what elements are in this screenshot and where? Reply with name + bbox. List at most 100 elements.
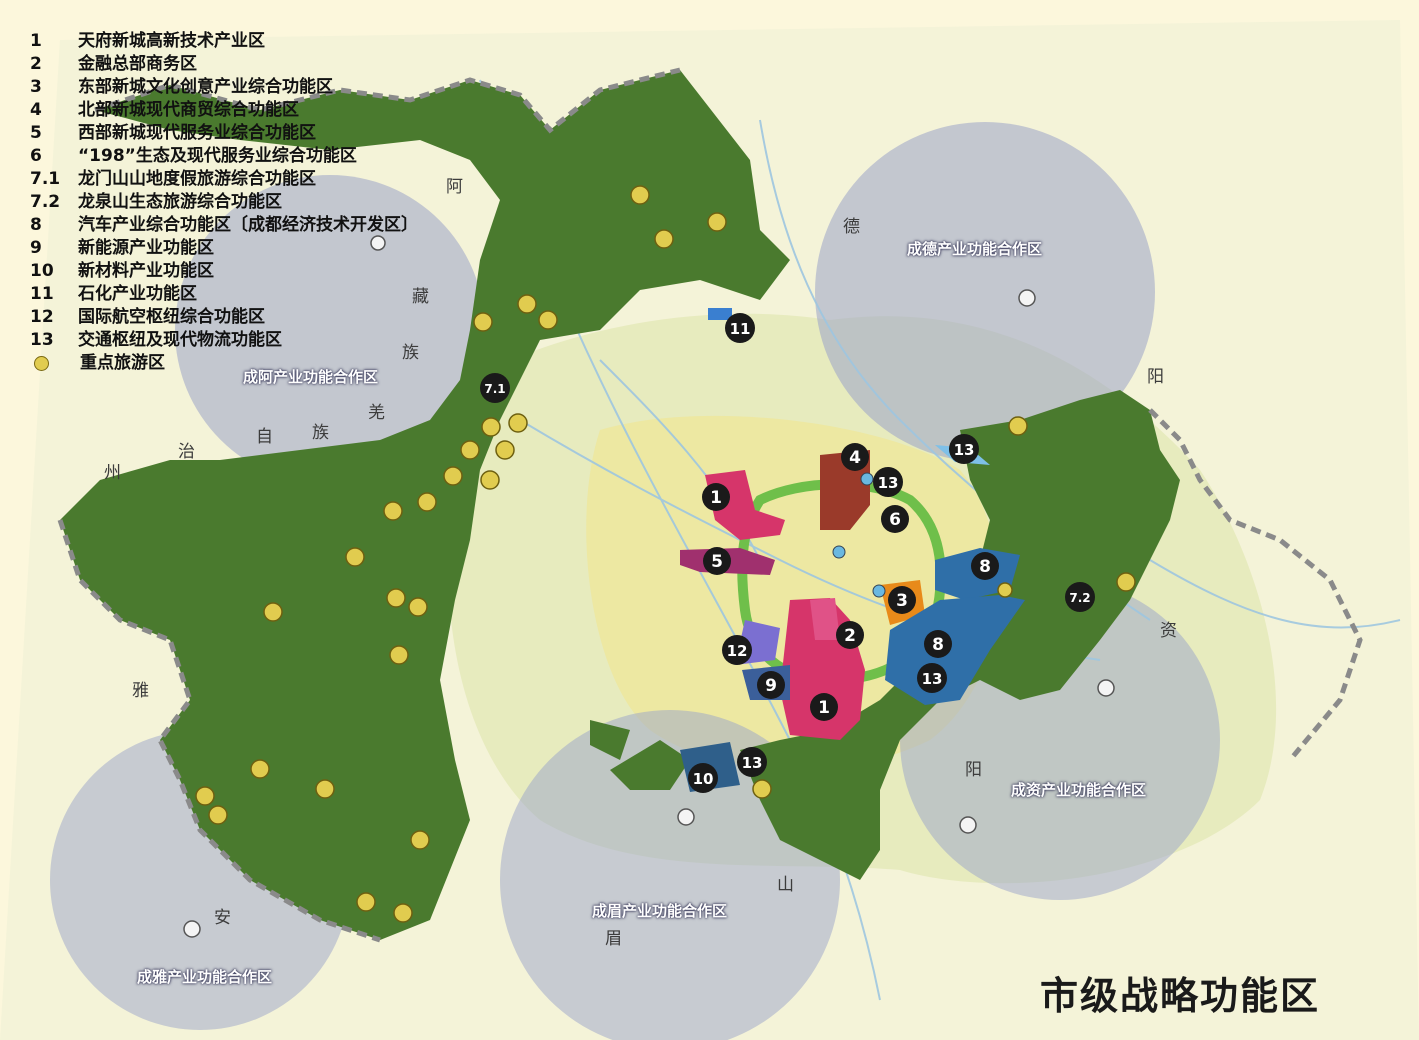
tourism-dot [517,294,537,314]
marker-4: 4 [849,448,861,468]
place-char: 州 [104,463,121,483]
marker-circle [836,621,864,649]
marker-12: 12 [727,642,748,660]
tourism-dot [473,312,493,332]
place-char: 阿 [446,177,463,197]
tourism-dot [997,582,1013,598]
chengzi-coop-label: 成资产业功能合作区 [1011,781,1147,799]
legend-row: 2 金融总部商务区 [30,53,418,76]
marker-10: 10 [693,770,714,788]
legend-label: 汽车产业综合功能区〔成都经济技术开发区〕 [78,215,418,235]
marker-7-1: 7.1 [484,382,505,396]
marker-7-2: 7.2 [1069,591,1090,605]
tourism-dot [443,466,463,486]
legend-label: 龙门山山地度假旅游综合功能区 [78,169,316,189]
marker-circle [917,663,947,693]
marker-5: 5 [711,552,723,572]
city-boundary-southwest [57,519,381,943]
marker-circle [873,467,903,497]
tourism-dot [386,588,406,608]
marker-circle [722,635,752,665]
place-char: 山 [777,875,794,895]
map-title: 市级战略功能区 [1040,974,1321,1018]
legend-label: 新能源产业功能区 [78,238,214,258]
marker-circle [703,547,731,575]
tourism-dot [315,779,335,799]
legend-label: 西部新城现代服务业综合功能区 [78,123,316,143]
legend-number: 11 [30,284,54,304]
legend-label: 石化产业功能区 [78,284,197,304]
marker-9: 9 [765,676,777,696]
legend-row: 11 石化产业功能区 [30,283,418,306]
place-char: 资 [1160,621,1177,641]
tourism-dot [195,786,215,806]
place-char: 藏 [412,287,429,307]
tourism-dot [408,597,428,617]
marker-circle [480,373,510,403]
tourism-dot [630,185,650,205]
tourism-dot [1008,416,1028,436]
city-marker-wenchuan [370,235,386,251]
legend-number: 8 [30,215,42,235]
tourism-dot [481,417,501,437]
marker-13b: 13 [878,474,899,492]
legend-number: 2 [30,54,42,74]
legend-label: 东部新城文化创意产业综合功能区 [78,77,333,97]
city-boundary-north [94,67,681,134]
city-marker-meishan [677,808,695,826]
marker-8b: 8 [932,635,944,655]
city-marker-deyang [1018,289,1036,307]
marker-circle [1065,582,1095,612]
legend-label: 国际航空枢纽综合功能区 [78,307,265,327]
marker-circle [888,586,916,614]
tourism-dot [393,903,413,923]
small-green-patch-a [590,720,630,760]
marker-11: 11 [730,320,751,338]
marker-1a: 1 [710,488,722,508]
legend-label: 重点旅游区 [80,353,165,373]
tourism-dots [195,185,1136,923]
small-green-patch-b [610,740,690,790]
place-char: 治 [178,442,195,462]
tourism-dot [1116,572,1136,592]
legend-number: 4 [30,100,42,120]
legend-label: “198”生态及现代服务业综合功能区 [78,146,357,166]
place-char: 眉 [605,929,622,949]
tourism-dot [460,440,480,460]
legend-row: 6“198”生态及现代服务业综合功能区 [30,145,418,168]
marker-3: 3 [896,591,908,611]
place-char: 族 [402,343,419,363]
legend-label: 新材料产业功能区 [78,261,214,281]
tourism-dot [707,212,727,232]
transit-dot [872,584,886,598]
marker-2: 2 [844,626,856,646]
marker-circle [702,483,730,511]
transit-dot [832,545,846,559]
tourism-dot [208,805,228,825]
marker-circle [924,630,952,658]
place-char: 安 [214,908,231,928]
marker-circle [757,671,785,699]
zone-11 [708,308,732,320]
legend-number: 1 [30,31,42,51]
place-char: 族 [312,423,329,443]
tourism-dot [752,779,772,799]
tourism-dot [508,413,528,433]
marker-6: 6 [889,510,901,530]
tourism-dot [250,759,270,779]
marker-circle [841,443,869,471]
marker-circle [971,552,999,580]
legend-label: 金融总部商务区 [78,54,197,74]
tourism-dot [654,229,674,249]
chenga-coop-circle [175,175,485,485]
